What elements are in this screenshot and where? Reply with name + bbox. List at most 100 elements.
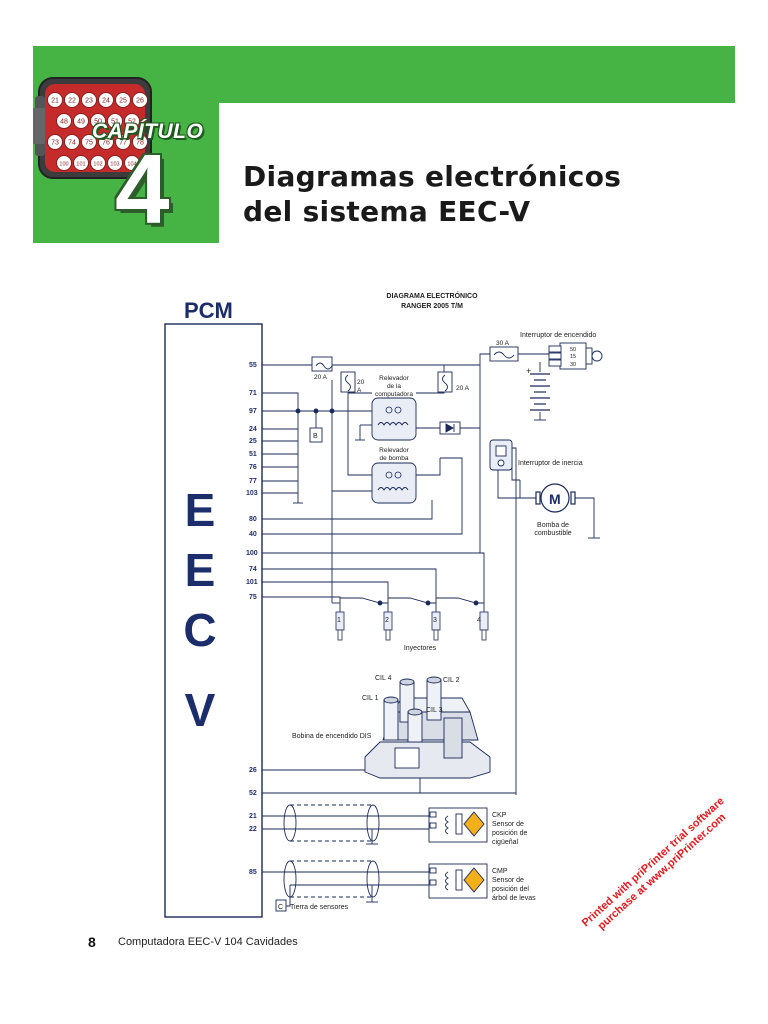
connector-pin — [90, 155, 106, 171]
connector-pin-label: 24 — [102, 98, 110, 105]
connector-pin — [64, 134, 80, 150]
page-number: 8 — [88, 934, 96, 950]
fuel-pump-label-2: combustible — [534, 530, 571, 537]
diode-icon — [439, 421, 461, 435]
pin-75: 75 — [249, 594, 257, 601]
pin-85: 85 — [249, 869, 257, 876]
connector-pin-label: 50 — [94, 119, 102, 126]
relay-pcm — [371, 397, 417, 441]
svg-text:+: + — [526, 366, 531, 376]
injector-icon — [479, 611, 489, 641]
relay-pcm-label-2: de la — [387, 383, 401, 390]
b-label: B — [313, 433, 318, 440]
ckp-sensor-icon — [428, 807, 488, 843]
ckp-label-4: cigüeñal — [492, 839, 519, 846]
relay-pump — [371, 462, 417, 504]
connector-pin — [132, 134, 148, 150]
cmp-label-3: posición del — [492, 886, 529, 893]
fuel-pump-label-1: Bomba de — [537, 522, 569, 529]
connector-pin-label: 78 — [136, 140, 144, 147]
title-panel — [219, 103, 735, 243]
connector-pin — [81, 134, 97, 150]
connector-pin-label: 48 — [60, 119, 68, 126]
pin-25: 25 — [249, 438, 257, 445]
coil-label-cil4: CIL 4 — [375, 675, 392, 682]
injector-icon — [383, 611, 393, 641]
pin-52: 52 — [249, 790, 257, 797]
pin-77: 77 — [249, 478, 257, 485]
connector-pin — [47, 134, 63, 150]
connector-pin-label: 51 — [111, 119, 119, 126]
wires — [262, 353, 600, 907]
fuse-20a-2 — [340, 371, 356, 393]
connector-pin-label: 75 — [85, 140, 93, 147]
fuse-20a-2-label-a: 20 — [357, 379, 365, 386]
ignition-coil-icon — [364, 676, 491, 779]
pin-74: 74 — [249, 566, 257, 573]
pin-24: 24 — [249, 426, 257, 433]
eec-letter-c: C — [183, 604, 216, 656]
connector-pin-label: 22 — [68, 98, 76, 105]
coil-dis-label: Bobina de encendido DIS — [292, 733, 372, 740]
pin-97: 97 — [249, 408, 257, 415]
footer-text: Computadora EEC-V 104 Cavidades — [118, 936, 298, 948]
page-title-line1: Diagramas electrónicos — [243, 160, 622, 193]
page-title-line2: del sistema EEC-V — [243, 195, 531, 228]
injectors-label: Inyectores — [404, 645, 437, 652]
connector-pin-label: 73 — [51, 140, 59, 147]
connector-pin-label: 25 — [119, 98, 127, 105]
pin-55: 55 — [249, 362, 257, 369]
connector-pin — [107, 155, 123, 171]
pin-71: 71 — [249, 390, 257, 397]
pin-103: 103 — [246, 490, 258, 497]
diagram-title-line2: RANGER 2005 T/M — [401, 303, 463, 310]
motor-icon — [535, 483, 576, 513]
connector-pin-label: 100 — [59, 162, 68, 168]
connector-pin — [73, 113, 89, 129]
injector-number-4: 4 — [477, 617, 481, 624]
ckp-label-2: Sensor de — [492, 821, 524, 828]
connector-pin-label: 76 — [102, 140, 110, 147]
inertia-switch-label: Interruptor de inercia — [518, 460, 583, 467]
connector-pin — [73, 155, 89, 171]
page-title: Diagramas electrónicos del sistema EEC-V — [243, 159, 621, 229]
b-box — [309, 427, 323, 443]
eec-letter-v: V — [185, 684, 216, 736]
injector-number-1: 1 — [337, 617, 341, 624]
injector-number-3: 3 — [433, 617, 437, 624]
connector-pin — [98, 134, 114, 150]
pin-80: 80 — [249, 516, 257, 523]
pin-21: 21 — [249, 813, 257, 820]
connector-pin — [98, 92, 114, 108]
pin-51: 51 — [249, 451, 257, 458]
fuse-20a-2-label-b: A — [357, 387, 362, 394]
connector-pin-label: 102 — [93, 162, 102, 168]
connector-pin — [115, 134, 131, 150]
connector-pin-label: 26 — [136, 98, 144, 105]
ignition-switch-icon — [548, 342, 603, 370]
connector-pin — [64, 92, 80, 108]
fuse-30a — [489, 346, 519, 362]
coil-label-cil1: CIL 1 — [362, 695, 379, 702]
connector-pin-label: 23 — [85, 98, 93, 105]
fuse-20a-1-label: 20 A — [314, 374, 328, 381]
connector-pin-label: 103 — [110, 162, 119, 168]
c-box — [275, 899, 287, 912]
connector-pin-label: 77 — [119, 140, 127, 147]
ignition-switch-label: Interruptor de encendido — [520, 332, 596, 339]
connector-pin — [107, 113, 123, 129]
connector-pin — [81, 92, 97, 108]
pcm-label: PCM — [184, 298, 233, 323]
cmp-label-2: Sensor de — [492, 877, 524, 884]
chapter-number: 4 — [115, 134, 170, 244]
connector-pin — [124, 155, 140, 171]
pin-101: 101 — [246, 579, 258, 586]
fuse-30a-label: 30 A — [496, 340, 510, 347]
connector-pin — [115, 92, 131, 108]
relay-pcm-label-1: Relevador — [379, 375, 409, 382]
motor-label: M — [549, 491, 561, 507]
inertia-switch-icon — [489, 439, 513, 471]
pcm-box — [164, 323, 263, 918]
